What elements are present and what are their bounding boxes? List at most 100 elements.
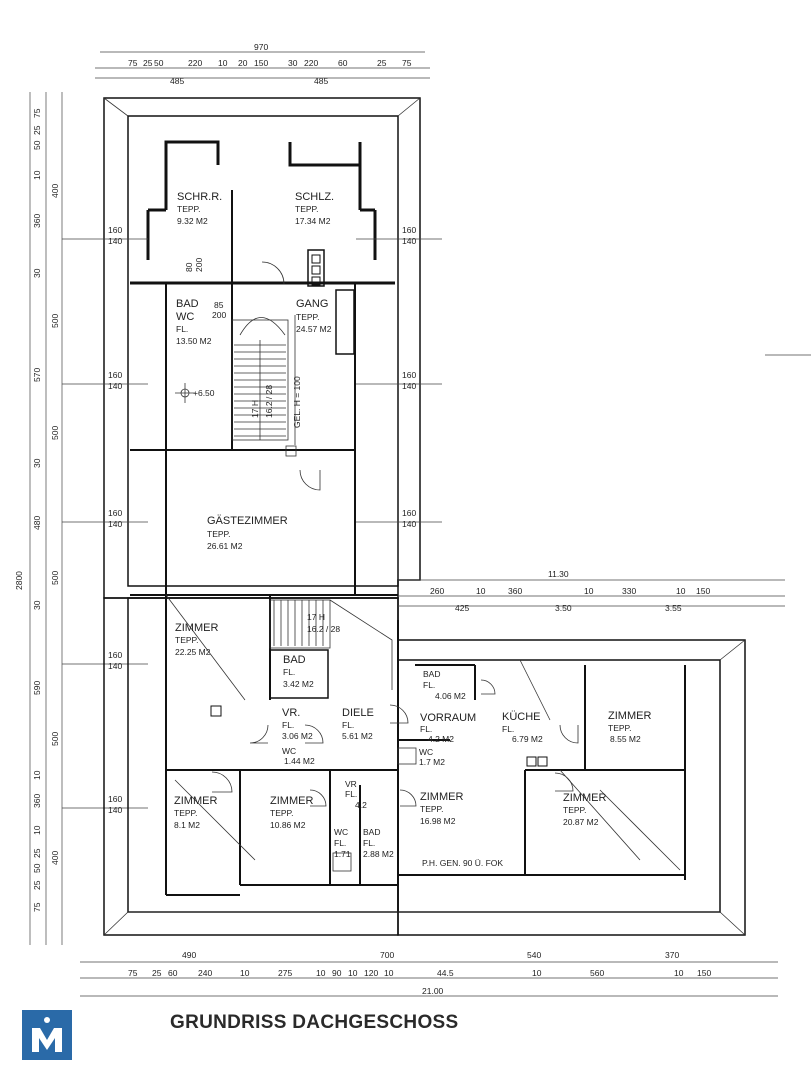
svg-text:560: 560 [590, 968, 604, 978]
window-dim: 140 [402, 236, 416, 246]
fixtures [175, 254, 548, 872]
company-logo [22, 1010, 72, 1060]
svg-text:120: 120 [364, 968, 378, 978]
room-diele: DIELE FL. 5.61 M2 [342, 707, 374, 741]
svg-text:75: 75 [128, 968, 138, 978]
svg-text:25: 25 [152, 968, 162, 978]
svg-text:17.34 M2: 17.34 M2 [295, 216, 331, 226]
svg-text:WC: WC [282, 746, 296, 756]
room-wc-3: WC 1.7 M2 [419, 747, 445, 767]
svg-text:85: 85 [214, 300, 224, 310]
svg-text:10: 10 [240, 968, 250, 978]
svg-text:TEPP.: TEPP. [177, 204, 200, 214]
window-dim: 140 [108, 805, 122, 815]
dim-left: 75 [32, 108, 42, 118]
window-dim: 160 [108, 794, 122, 804]
dim-top: 20 [238, 58, 248, 68]
svg-text:90: 90 [332, 968, 342, 978]
svg-text:1.7 M2: 1.7 M2 [419, 757, 445, 767]
svg-text:ZIMMER: ZIMMER [563, 792, 606, 804]
svg-text:ZIMMER: ZIMMER [608, 710, 651, 722]
room-wc-1: WC 1.44 M2 [282, 746, 315, 766]
door-swings [211, 261, 579, 807]
svg-text:3.06 M2: 3.06 M2 [282, 731, 313, 741]
right-dimensions: 11.30 260 10 360 10 330 10 150 425 3.50 … [398, 354, 811, 613]
svg-text:BAD: BAD [363, 827, 380, 837]
svg-text:275: 275 [278, 968, 292, 978]
svg-text:24.57 M2: 24.57 M2 [296, 324, 332, 334]
room-zimmer-10: ZIMMER TEPP. 10.86 M2 [270, 795, 313, 830]
svg-text:700: 700 [380, 950, 394, 960]
svg-text:360: 360 [508, 586, 522, 596]
window-dim: 140 [402, 381, 416, 391]
svg-text:TEPP.: TEPP. [608, 723, 631, 733]
window-dim: 160 [108, 650, 122, 660]
dim-left: 500 [50, 314, 60, 328]
svg-text:10.86 M2: 10.86 M2 [270, 820, 306, 830]
svg-text:22.25 M2: 22.25 M2 [175, 647, 211, 657]
dim-top: 75 [402, 58, 412, 68]
window-dim: 160 [108, 370, 122, 380]
svg-text:16.98 M2: 16.98 M2 [420, 816, 456, 826]
room-bad-2: BAD FL. 2.88 M2 [363, 827, 394, 859]
dim-left: 590 [32, 681, 42, 695]
room-zimmer-20: ZIMMER TEPP. 20.87 M2 [563, 792, 606, 827]
svg-text:10: 10 [584, 586, 594, 596]
svg-text:GÄSTEZIMMER: GÄSTEZIMMER [207, 515, 288, 527]
stair-lower: 17 H 16.2 / 28 [269, 599, 393, 690]
dim-left: 10 [32, 770, 42, 780]
dim-left: 570 [32, 368, 42, 382]
room-wc-2: WC FL. 1.71 [334, 827, 351, 859]
svg-text:VR: VR [345, 779, 357, 789]
svg-text:VR.: VR. [282, 707, 300, 719]
svg-text:490: 490 [182, 950, 196, 960]
svg-text:26.61 M2: 26.61 M2 [207, 541, 243, 551]
svg-text:20.87 M2: 20.87 M2 [563, 817, 599, 827]
dim-left: 25 [32, 848, 42, 858]
room-zimmer-8: ZIMMER TEPP. 8.1 M2 [174, 795, 217, 830]
dim-left: 25 [32, 125, 42, 135]
stair-upper-label: 17 H [250, 400, 260, 418]
svg-text:SCHLZ.: SCHLZ. [295, 191, 334, 203]
dim-left: 30 [32, 268, 42, 278]
svg-text:5.61 M2: 5.61 M2 [342, 731, 373, 741]
svg-text:FL.: FL. [283, 667, 295, 677]
window-dim: 160 [402, 370, 416, 380]
svg-text:TEPP.: TEPP. [296, 312, 319, 322]
svg-text:FL.: FL. [176, 324, 188, 334]
svg-text:FL.: FL. [342, 720, 354, 730]
svg-text:10: 10 [476, 586, 486, 596]
dim-left: 25 [32, 880, 42, 890]
dim-left: 500 [50, 732, 60, 746]
svg-text:TEPP.: TEPP. [174, 808, 197, 818]
svg-text:240: 240 [198, 968, 212, 978]
svg-text:FL.: FL. [345, 789, 357, 799]
dim-left: 480 [32, 516, 42, 530]
dim-top: 60 [338, 58, 348, 68]
svg-text:200: 200 [194, 258, 204, 272]
dim-right-total: 11.30 [548, 569, 569, 579]
window-dim: 160 [402, 225, 416, 235]
svg-text:BAD: BAD [283, 654, 306, 666]
svg-text:DIELE: DIELE [342, 707, 374, 719]
dim-left: 500 [50, 426, 60, 440]
svg-text:4.2: 4.2 [355, 800, 367, 810]
dim-top-half: 485 [170, 76, 184, 86]
dim-top: 75 [128, 58, 138, 68]
dim-left: 75 [32, 902, 42, 912]
dim-left: 30 [32, 458, 42, 468]
dim-left: 400 [50, 851, 60, 865]
dim-left: 400 [50, 184, 60, 198]
svg-text:10: 10 [316, 968, 326, 978]
svg-text:FL.: FL. [420, 724, 432, 734]
window-dim: 140 [108, 381, 122, 391]
svg-text:8.55 M2: 8.55 M2 [610, 734, 641, 744]
door-dims: 85 200 80 200 [184, 258, 226, 320]
window-dim: 160 [108, 508, 122, 518]
svg-text:6.79 M2: 6.79 M2 [512, 734, 543, 744]
svg-text:10: 10 [384, 968, 394, 978]
plan-title: GRUNDRISS DACHGESCHOSS [170, 1012, 459, 1033]
dim-left-total: 2800 [14, 571, 24, 590]
svg-text:FL.: FL. [502, 724, 514, 734]
svg-text:ZIMMER: ZIMMER [174, 795, 217, 807]
